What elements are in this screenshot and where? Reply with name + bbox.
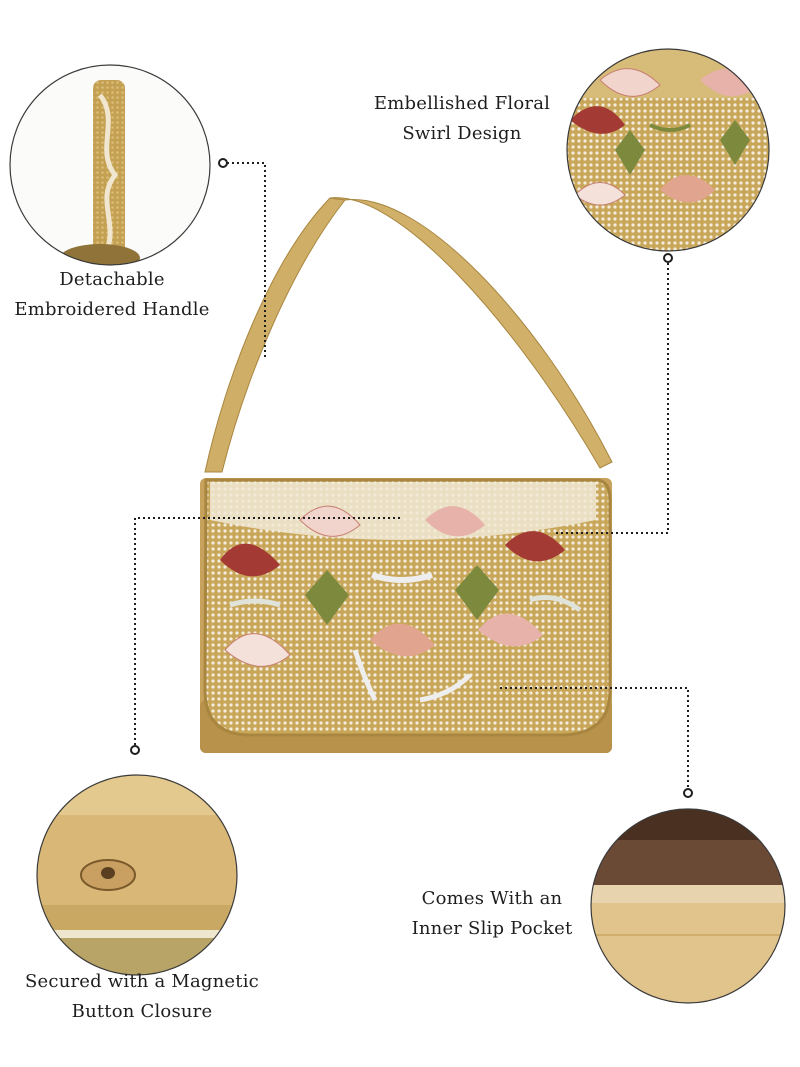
pocket-label-line2: Inner Slip Pocket xyxy=(411,918,573,939)
closure-label-line2: Button Closure xyxy=(71,1001,213,1022)
pocket-dot xyxy=(683,788,693,798)
closure-callout-label: Secured with a Magnetic Button Closure xyxy=(12,967,272,1027)
design-dot xyxy=(663,253,673,263)
handle-callout-label: Detachable Embroidered Handle xyxy=(0,265,224,325)
handle-label-line1: Detachable xyxy=(59,269,165,290)
connector-lines xyxy=(134,162,689,788)
design-label-line2: Swirl Design xyxy=(402,123,522,144)
handle-dot xyxy=(218,158,228,168)
connector-dots xyxy=(130,158,693,798)
handle-detail-image xyxy=(10,65,210,265)
design-callout-label: Embellished Floral Swirl Design xyxy=(362,89,562,149)
pocket-callout-label: Comes With an Inner Slip Pocket xyxy=(392,884,592,944)
closure-connector xyxy=(134,517,400,745)
closure-label-line1: Secured with a Magnetic xyxy=(25,971,259,992)
closure-dot xyxy=(130,745,140,755)
handbag-image xyxy=(200,197,613,753)
handle-label-line2: Embroidered Handle xyxy=(14,299,210,320)
pocket-label-line1: Comes With an xyxy=(421,888,563,909)
design-label-line1: Embellished Floral xyxy=(373,93,551,114)
design-connector xyxy=(555,263,669,534)
